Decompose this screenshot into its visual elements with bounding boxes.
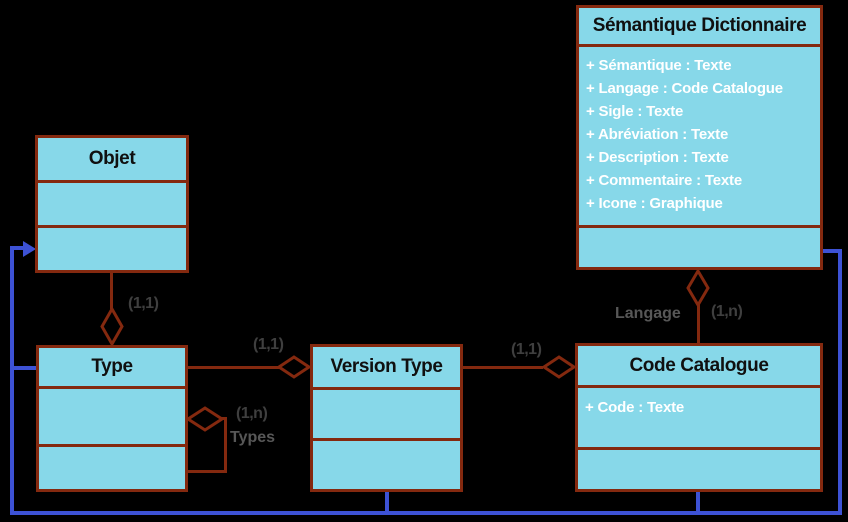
compartment-attributes <box>313 390 460 441</box>
class-title: Sémantique Dictionnaire <box>579 8 820 47</box>
blue-link-type-stub <box>12 366 36 370</box>
compartment-attributes <box>39 389 185 447</box>
blue-link-catalogue-stub <box>696 490 700 513</box>
association-objet-type-line <box>110 273 113 309</box>
type-self-link-top <box>220 417 227 420</box>
class-box-semantique-dictionnaire: Sémantique Dictionnaire + Sémantique : T… <box>576 5 823 270</box>
attribute-line: + Icone : Graphique <box>586 195 723 212</box>
attribute-line: + Description : Texte <box>586 149 729 166</box>
multiplicity-label: (1,n) <box>236 405 268 422</box>
open-arrow-icon <box>23 241 36 257</box>
multiplicity-label: (1,1) <box>128 295 159 312</box>
class-title: Version Type <box>313 347 460 390</box>
class-title: Objet <box>38 138 186 183</box>
blue-link-version-stub <box>385 490 389 513</box>
attribute-line: + Sémantique : Texte <box>586 57 732 74</box>
role-label-types: Types <box>230 429 276 446</box>
association-version-catalogue-line <box>463 366 543 369</box>
blue-link-right-vertical <box>838 249 842 515</box>
multiplicity-label: (1,1) <box>511 341 542 358</box>
attribute-line: + Code : Texte <box>585 399 685 416</box>
blue-link-left-vertical <box>10 246 14 515</box>
class-box-code-catalogue: Code Catalogue + Code : Texte <box>575 343 823 492</box>
class-box-type: Type <box>36 345 188 492</box>
attribute-line: + Commentaire : Texte <box>586 172 742 189</box>
aggregation-diamond-icon <box>186 406 224 432</box>
compartment-attributes: + Sémantique : Texte + Langage : Code Ca… <box>579 47 820 228</box>
blue-link-arrow-stub <box>10 246 25 250</box>
class-title: Type <box>39 348 185 389</box>
association-semantique-catalogue-line <box>697 304 700 344</box>
aggregation-diamond-icon <box>100 307 124 346</box>
attribute-line: + Langage : Code Catalogue <box>586 80 783 97</box>
attribute-line: + Abréviation : Texte <box>586 126 729 143</box>
type-self-link-vertical <box>224 417 227 473</box>
compartment-operations <box>38 228 186 270</box>
aggregation-diamond-icon <box>277 355 311 379</box>
compartment-attributes: + Code : Texte <box>578 388 820 450</box>
aggregation-diamond-icon <box>542 355 576 379</box>
class-box-objet: Objet <box>35 135 189 273</box>
multiplicity-label: (1,1) <box>253 336 284 353</box>
compartment-operations <box>578 450 820 489</box>
class-title: Code Catalogue <box>578 346 820 388</box>
association-type-version-line <box>188 366 279 369</box>
aggregation-diamond-icon <box>686 269 710 307</box>
multiplicity-label: (1,n) <box>711 303 743 320</box>
type-self-link-bottom <box>188 470 227 473</box>
class-box-version-type: Version Type <box>310 344 463 492</box>
blue-link-bottom <box>10 511 842 515</box>
compartment-operations <box>313 441 460 489</box>
compartment-operations <box>579 228 820 267</box>
compartment-attributes <box>38 183 186 228</box>
blue-link-semantique-stub <box>820 249 838 253</box>
attribute-line: + Sigle : Texte <box>586 103 684 120</box>
compartment-operations <box>39 447 185 489</box>
role-label-langage: Langage <box>615 305 681 322</box>
